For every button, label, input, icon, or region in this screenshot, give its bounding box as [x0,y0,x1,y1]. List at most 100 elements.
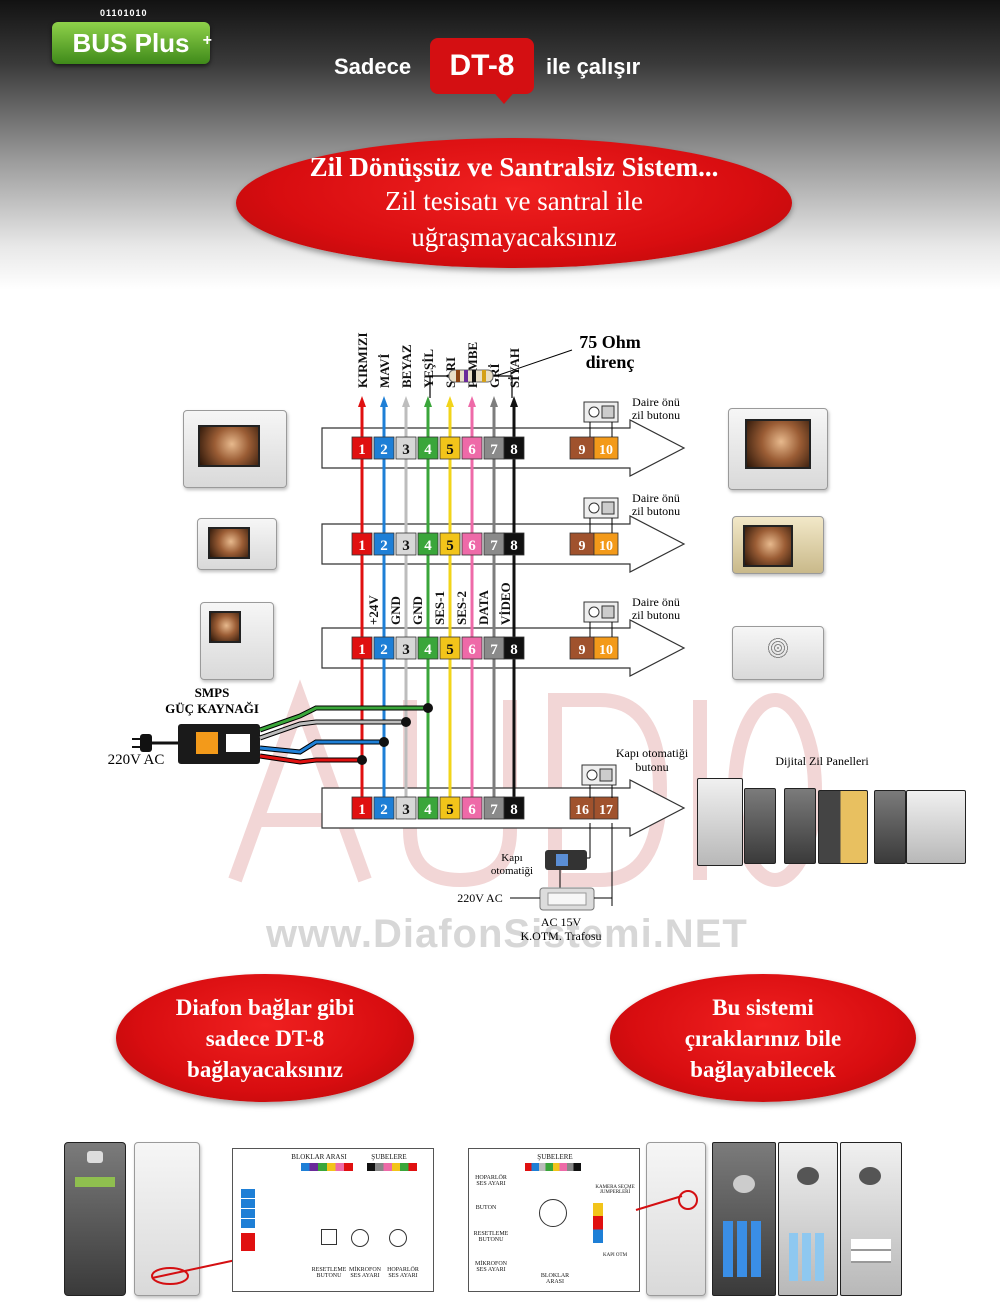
hoparlor-label-2: HOPARLÖR SES AYARI [475,1175,507,1187]
function-label-2: GND [388,596,403,625]
wire-arrow-3 [402,396,410,407]
terminal-2 [373,532,395,556]
door-button-label-1: Kapı otomatiği [616,746,689,760]
terminal-number: 3 [402,802,410,818]
speaker-grille [767,637,789,659]
terminal-5 [439,436,461,460]
terminal-5 [439,532,461,556]
door-lock-and-transformer: Kapı otomatiği 220V AC AC 15V K.OTM. Tra… [457,823,613,943]
terminal-4 [417,436,439,460]
tagline-right: ile çalışır [546,54,641,79]
terminal-number: 7 [490,538,498,554]
keypad [723,1221,763,1277]
doorbell-label-2: zil butonu [632,408,680,422]
top-banner-line1: Zil Dönüşsüz ve Santralsiz Sistem... [309,152,719,182]
monitor-screen [743,525,793,567]
wire-color-labels: KIRMIZIMAVİBEYAZYEŞİLSARIPEMBEGRİSİYAH [355,332,522,388]
resistor-label-2: direnç [586,352,635,372]
bell-panel-6 [906,790,966,864]
monitor-screen [208,527,250,559]
bl-banner-line2: sadece DT-8 [205,1026,325,1051]
terminal-2 [373,436,395,460]
terminal-3 [395,532,417,556]
wire-arrow-6 [468,396,476,407]
video-monitor-2 [197,518,277,570]
aux-terminal-number: 9 [579,643,586,658]
trafo-label-1: AC 15V [541,915,582,929]
aux-terminal-number: 9 [579,443,586,458]
br-banner-line3: bağlayabilecek [690,1057,836,1082]
doorbell-label-1: Daire önü [632,595,680,609]
terminal-6 [461,796,483,820]
terminal-number: 8 [510,538,518,554]
bus-plus-logo: 01101010 BUS Plus+ [52,8,212,66]
hoparlor-label: HOPARLÖR SES AYARI [387,1267,419,1279]
bottom-left-banner: Diafon bağlar gibi sadece DT-8 bağlayaca… [116,974,414,1102]
terminal-number: 2 [380,538,388,554]
buton-label: BUTON [475,1205,497,1211]
top-banner-line2: Zil tesisatı ve santral ile [385,186,643,216]
terminal-3 [395,796,417,820]
center-mic [539,1199,567,1227]
br-banner-line1: Bu sistemi [712,995,814,1020]
camera-lens [797,1167,819,1185]
bloklar-label: BLOKLAR ARASI [540,1273,570,1285]
terminal-1 [351,532,373,556]
logo-bits: 01101010 [100,8,148,18]
terminal-number: 5 [446,442,454,458]
display-window [75,1177,115,1187]
terminal-number: 7 [490,802,498,818]
aux-terminal-number: 17 [599,803,613,818]
door-button-label-2: butonu [635,760,668,774]
aux-terminal-10 [593,532,619,556]
ac-label: 220V AC [108,752,165,768]
terminal-number: 5 [446,642,454,658]
aux-terminal-number: 10 [599,539,613,554]
side-terminals [593,1203,603,1243]
dt8-badge-text: DT-8 [449,49,515,82]
color-label-4: YEŞİL [421,349,436,388]
terminal-number: 1 [358,642,366,658]
doorbell-push [588,406,600,418]
tagline-left: Sadece [334,54,412,79]
camera-lens [87,1151,103,1163]
vs-terminal-column [241,1189,255,1229]
resetleme-label: RESETLEME BUTONU [311,1267,347,1279]
zil-panels-label: Dijital Zil Panelleri [775,754,869,768]
reset-button [321,1229,337,1245]
terminal-number: 4 [424,538,432,554]
door-lock-label-1: Kapı [501,852,522,864]
terminal-number: 1 [358,442,366,458]
kamera-label: KAMERA SEÇME JUMPERLERİ [595,1185,635,1195]
panel-pointer-line-right [635,1190,698,1211]
resistor-label-1: 75 Ohm [579,332,641,352]
term-strip-top [525,1163,581,1171]
audio-interphone [732,626,824,680]
terminal-1 [351,636,373,660]
bottom-right-banner: Bu sistemi çıraklarınız bile bağlayabile… [610,974,916,1102]
bell-panel-1 [697,778,743,866]
small-ac-label: 220V AC [457,891,502,905]
bl-banner-line1: Diafon bağlar gibi [175,995,355,1020]
website-watermark: www.DiafonSistemi.NET [266,912,748,956]
color-label-2: MAVİ [377,354,392,388]
terminal-3 [395,636,417,660]
function-label-7: VİDEO [498,582,513,625]
function-label-3: GND [410,596,425,625]
camera-lens [733,1175,755,1193]
terminal-4 [417,532,439,556]
terminal-number: 1 [358,802,366,818]
logo-text: BUS Plus [72,28,190,58]
doorbell-push [588,502,600,514]
wire-arrow-5 [446,396,454,407]
psu-label-1: SMPS [195,685,230,700]
aux-terminal-17 [593,796,619,820]
dt8-badge-tail [490,88,518,104]
color-label-3: BEYAZ [399,344,414,388]
smps-power-supply: SMPS GÜÇ KAYNAĞI 220V AC [108,685,433,768]
camera-lens [859,1167,881,1185]
